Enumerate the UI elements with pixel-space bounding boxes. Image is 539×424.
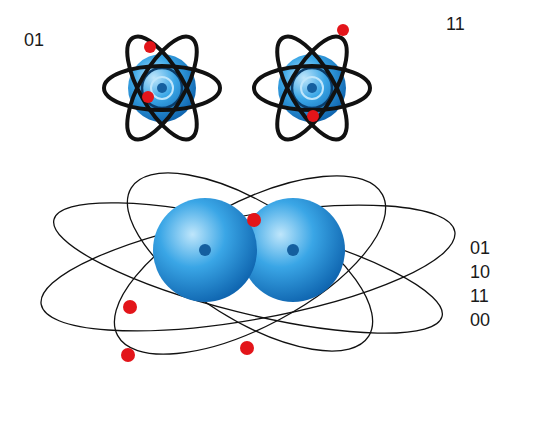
bit-label: 11 bbox=[470, 286, 489, 306]
molecule bbox=[32, 139, 464, 391]
bit-label: 00 bbox=[470, 310, 490, 330]
bit-label: 01 bbox=[24, 30, 44, 50]
atom-left bbox=[104, 27, 220, 149]
bit-label: 11 bbox=[446, 14, 465, 34]
bit-label: 01 bbox=[470, 238, 490, 258]
bit-label: 10 bbox=[470, 262, 490, 282]
atom-right bbox=[254, 24, 370, 149]
